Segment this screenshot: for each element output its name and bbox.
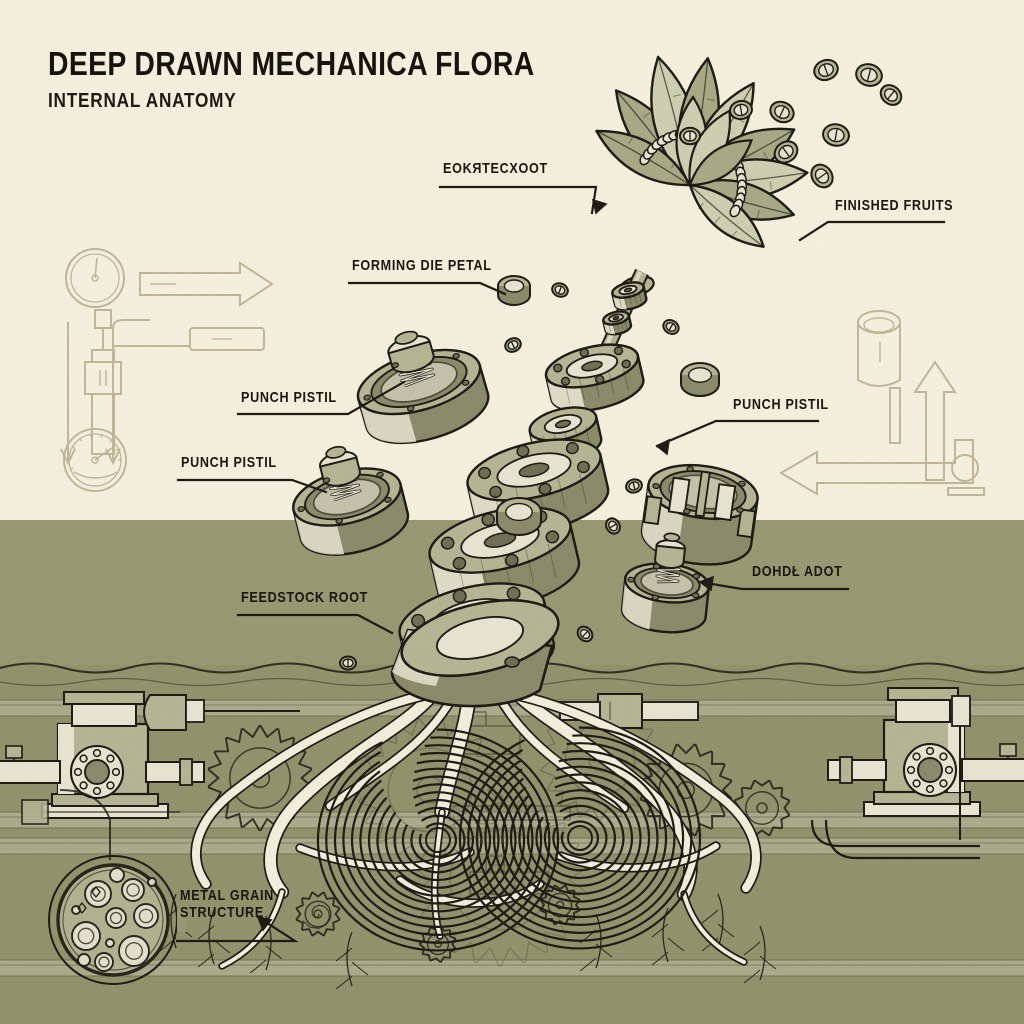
title-main: DEEP DRAWN MECHANICA FLORA (48, 45, 535, 82)
leader-line-forming-die-petal (347, 281, 507, 296)
callout-punch-pistil-upper-left: PUNCH PISTIL (241, 389, 337, 407)
callout-line: PUNCH PISTIL (733, 396, 829, 413)
callout-draw-ratio-annotation: DOHDŁ ADOT (752, 563, 843, 581)
callout-line: FINISHED FRUITS (835, 197, 954, 214)
arrowhead-draw-ratio (698, 575, 715, 592)
callout-forming-die-petal: FORMING DIE PETAL (352, 257, 492, 275)
callout-line: STRUCTURE (180, 903, 264, 921)
callout-line: FEEDSTOCK ROOT (241, 589, 369, 606)
leader-line-feedstock-root (236, 613, 394, 635)
arrowhead-punch-right (655, 438, 671, 456)
leader-line-finished-fruits (798, 220, 946, 242)
leader-line-forming-die-stamen (438, 185, 598, 215)
callout-line: PUNCH PISTIL (181, 454, 277, 471)
callout-line: METAL GRAIN (180, 887, 274, 904)
callout-punch-pistil-lower-left: PUNCH PISTIL (181, 454, 277, 472)
arrowhead-stamen (591, 198, 608, 215)
leader-line-punch-pistil-right (655, 419, 820, 448)
leader-line-punch-pistil-lower-left (176, 478, 328, 494)
page-title: DEEP DRAWN MECHANICA FLORA INTERNAL ANAT… (48, 45, 614, 113)
callout-feedstock-root: FEEDSTOCK ROOT (241, 589, 369, 607)
callout-finished-fruits: FINISHED FRUITS (835, 197, 954, 215)
callout-punch-pistil-right: PUNCH PISTIL (733, 396, 829, 414)
callout-line: DOHDŁ ADOT (752, 563, 843, 580)
callout-line: PUNCH PISTIL (241, 389, 337, 406)
callout-line: FORMING DIE PETAL (352, 257, 492, 274)
leader-line-draw-ratio-annotation (698, 580, 850, 591)
callout-line: EOKЯTEСXOOT (443, 160, 548, 177)
title-subtitle: INTERNAL ANATOMY (48, 90, 237, 112)
callout-forming-die-stamen: EOKЯTEСXOOT (443, 160, 548, 178)
